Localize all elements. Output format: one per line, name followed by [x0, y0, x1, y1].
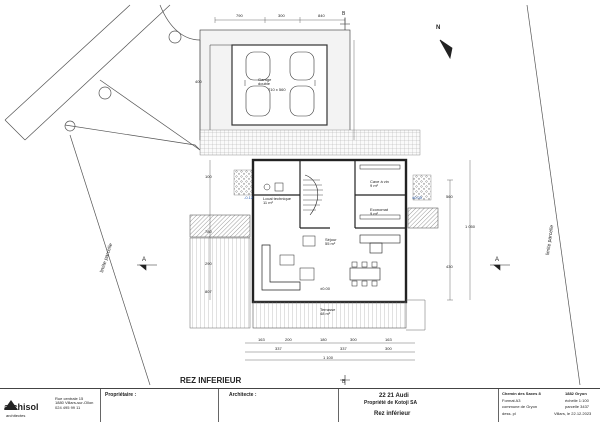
dim-top-0: 790	[236, 13, 243, 18]
architect-cell: Architecte :	[218, 389, 339, 422]
dim-bottom-4: 163	[385, 337, 392, 342]
house	[251, 158, 408, 304]
site-address: Chemin des Saxes 8	[502, 391, 541, 396]
dimension-lines	[199, 17, 471, 361]
room-cave: Cave à vin 9 m²	[370, 179, 389, 188]
date: Villars, le 22.12.2023	[554, 411, 592, 416]
dim-left-4: 807	[205, 289, 212, 294]
parcelle: parcelle 3437	[565, 404, 590, 409]
dim-top-1: 300	[278, 13, 285, 18]
owner-cell: Propriétaire :	[100, 389, 219, 422]
dim-left-3: 290	[205, 261, 212, 266]
dim-bottom-2: 180	[320, 337, 327, 342]
room-terrasse: Terrasse 48 m²	[320, 307, 336, 316]
dim-bottom-7: 300	[385, 346, 392, 351]
section-markers	[137, 18, 510, 385]
proprietaire-label: Propriétaire :	[105, 392, 137, 398]
dim-top-2: 840	[318, 13, 325, 18]
format: Format A3	[502, 398, 521, 403]
dess: dess. pl	[502, 411, 516, 416]
left-deck	[189, 237, 251, 329]
terrace	[252, 301, 407, 329]
north-arrow-icon	[439, 39, 453, 60]
archisol-logo-icon	[4, 400, 18, 410]
project-owner: Propriété de Kotoji SA	[364, 400, 418, 406]
level-0: ±0.00	[320, 286, 330, 291]
company-address: Rue centrale 15 1880 Villars-sur-Ollon 0…	[55, 396, 94, 410]
company-name: archisol	[4, 402, 39, 412]
room-local-technique: Local technique 11 m²	[263, 196, 292, 205]
dim-bottom-5: 337	[275, 346, 282, 351]
room-garage: Garage double	[258, 77, 272, 86]
north-label: N	[436, 25, 441, 31]
dim-left-2: 100	[205, 174, 212, 179]
garage	[199, 29, 351, 141]
garage-size: 710 x 560	[268, 87, 286, 92]
sheet-name: Rez inférieur	[374, 411, 411, 417]
terrain-lines	[4, 4, 581, 386]
dim-right-2: 430	[446, 264, 453, 269]
dim-bottom-6: 337	[340, 346, 347, 351]
dim-left-0: 400	[195, 79, 202, 84]
dim-bottom-1: 200	[285, 337, 292, 342]
section-b-bottom: B	[342, 379, 346, 385]
section-a-left: A	[142, 257, 147, 263]
section-b-top: B	[342, 11, 346, 17]
dim-bottom-3: 300	[350, 337, 357, 342]
level-1: -0.12	[244, 195, 254, 200]
info-cell: Chemin des Saxes 8 Format A3 commune de …	[498, 389, 600, 422]
company-sub: architectes	[6, 413, 26, 418]
level-2: ±0.00	[412, 195, 422, 200]
room-economat: Economat 9 m²	[370, 207, 389, 216]
plan-title: REZ INFERIEUR	[180, 376, 242, 385]
company-logo	[4, 397, 18, 415]
dim-bottom-0: 163	[258, 337, 265, 342]
echelle: échelle 1:100	[565, 398, 589, 403]
commune: commune de Gryon	[502, 404, 538, 409]
dim-right-1: 560	[446, 194, 453, 199]
zip: 1882 Gryon	[565, 391, 587, 396]
room-sejour: Séjour 55 m²	[325, 237, 337, 246]
architecte-label: Architecte :	[229, 392, 257, 398]
dim-total: 1 100	[323, 355, 334, 360]
dim-left-1: 780	[205, 229, 212, 234]
project-number: 22 21 Audi	[379, 393, 409, 399]
dim-right-0: 1 050	[465, 224, 476, 229]
project-cell: 22 21 Audi Propriété de Kotoji SA Rez in…	[338, 389, 499, 422]
title-block: archisol architectes Rue centrale 15 188…	[0, 388, 600, 422]
paved-area	[199, 129, 421, 156]
section-a-right: A	[495, 257, 500, 263]
